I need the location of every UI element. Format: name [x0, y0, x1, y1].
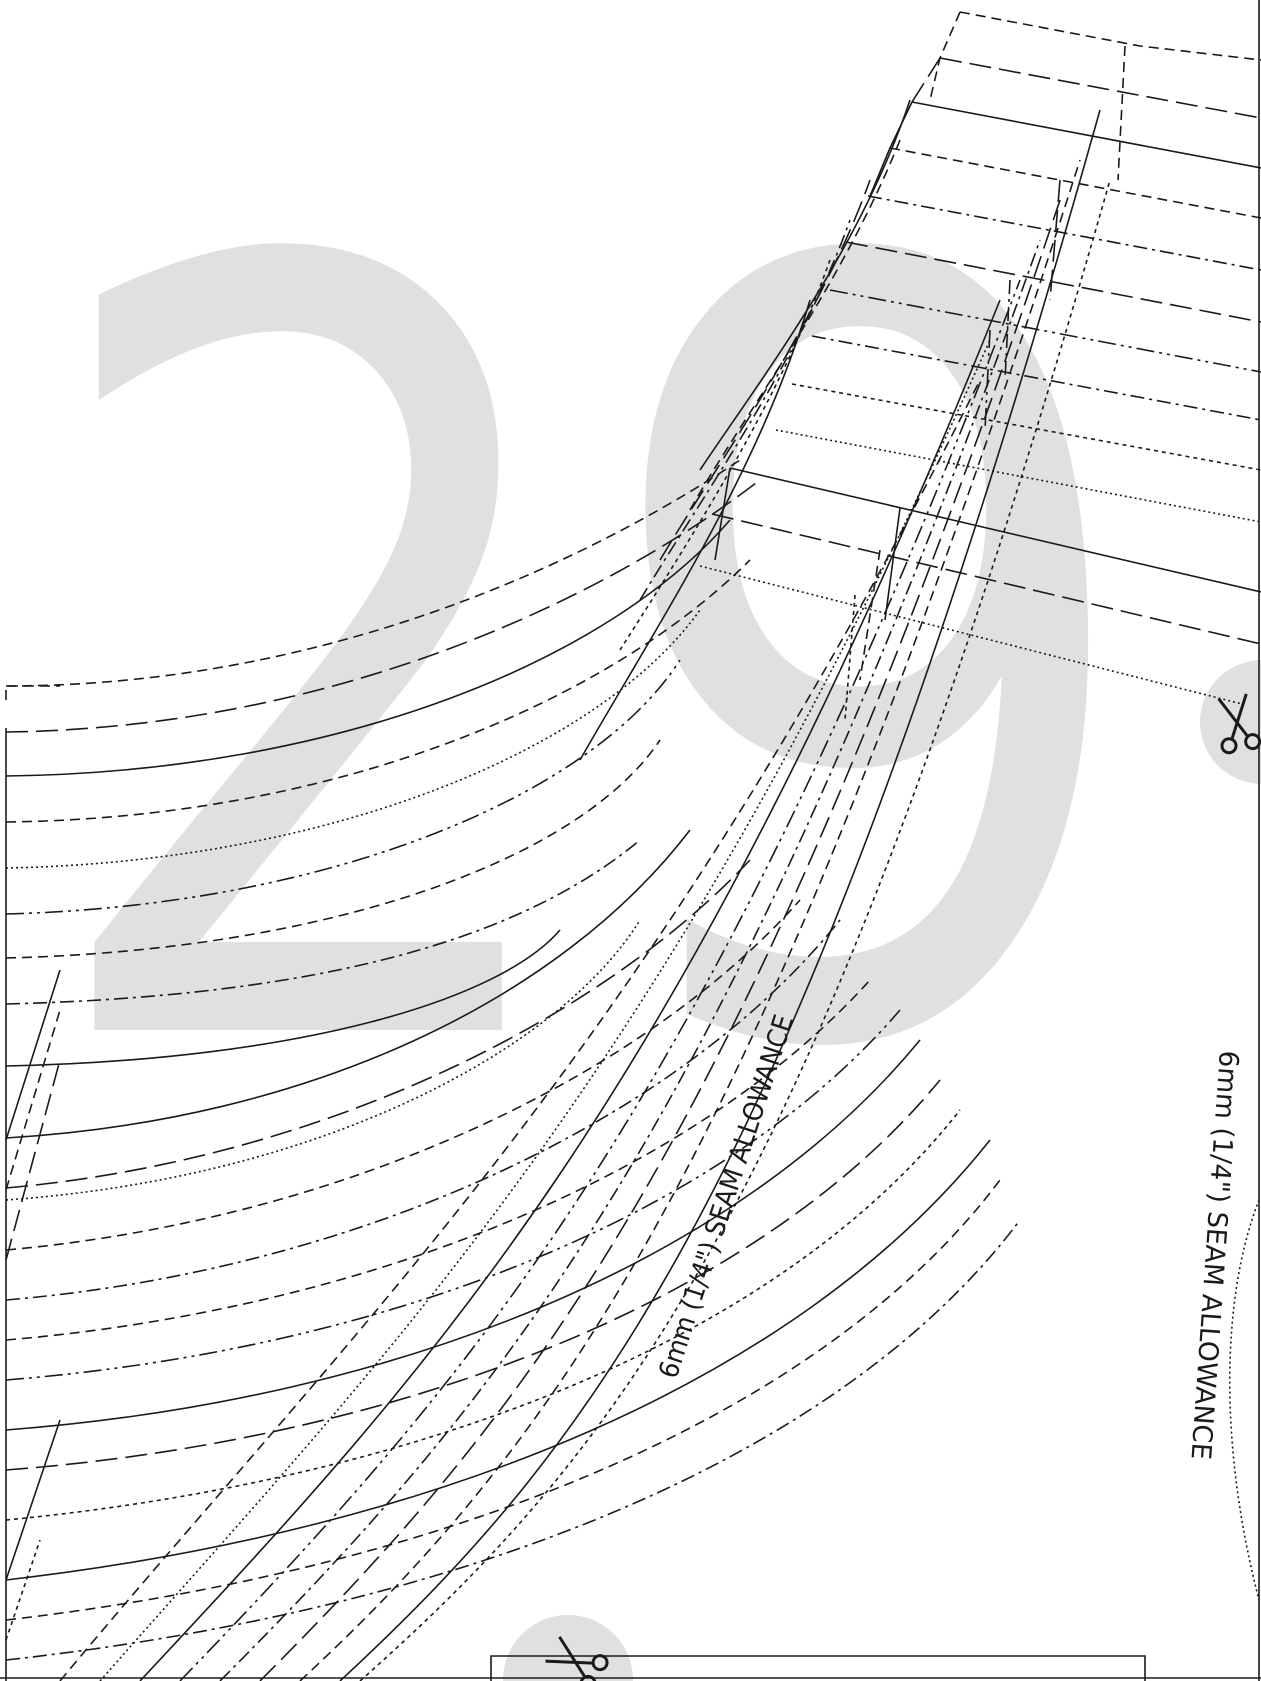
cut-marker-right-bg	[1200, 660, 1261, 784]
seam-allowance-label-right: 6mm (1/4") SEAM ALLOWANCE	[1184, 1050, 1244, 1461]
waistband-lines	[699, 11, 1261, 721]
scissors-icon	[1217, 693, 1261, 755]
pattern-size-lines	[5, 99, 1111, 1681]
right-seam-line	[1229, 1199, 1260, 1601]
scissors-icon	[545, 1636, 609, 1681]
page-number-watermark: 29	[30, 46, 1150, 1280]
